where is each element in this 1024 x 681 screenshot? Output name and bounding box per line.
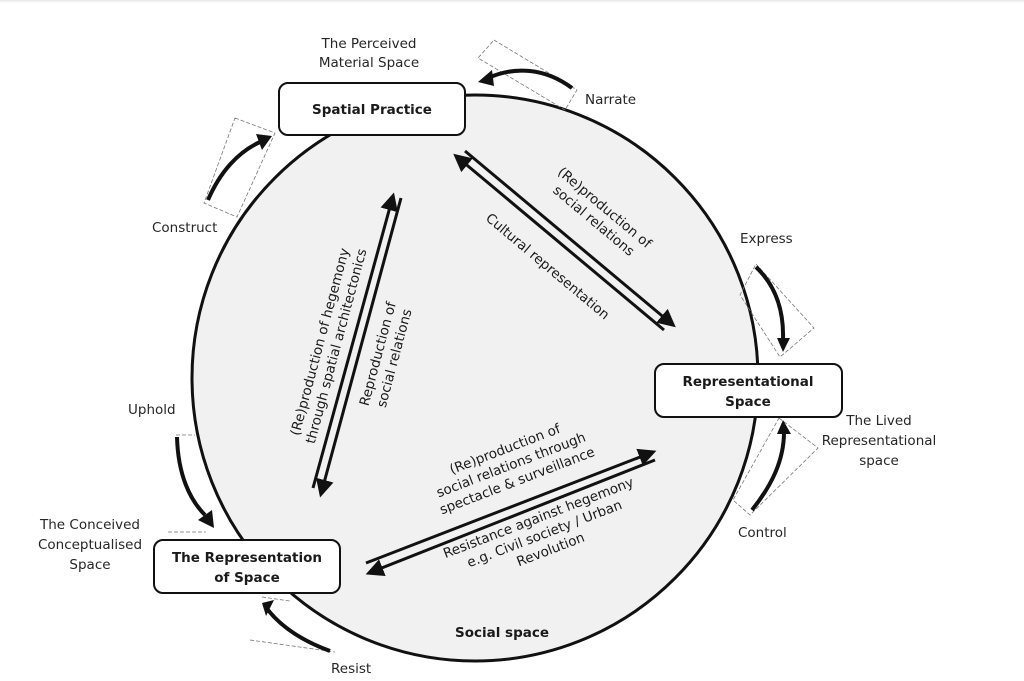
node-representation-of-space-label-2: of Space bbox=[214, 570, 280, 586]
verb-narrate: Narrate bbox=[585, 92, 636, 108]
node-representational-space: Representational Space bbox=[654, 363, 843, 418]
arrow-rs-to-ros bbox=[365, 458, 656, 577]
verb-resist: Resist bbox=[331, 661, 371, 677]
node-spatial-practice: Spatial Practice bbox=[278, 82, 466, 136]
social-space-title: Social space bbox=[455, 625, 549, 641]
narrate-arrow-icon bbox=[477, 39, 578, 111]
svg-text:Material Space: Material Space bbox=[319, 55, 419, 71]
caption-representation-of-space: The Conceived Conceptualised Space bbox=[38, 517, 142, 573]
arrow-rs-to-sp bbox=[453, 153, 665, 332]
verb-express: Express bbox=[740, 231, 793, 247]
svg-text:space: space bbox=[859, 453, 899, 469]
node-representational-space-label-2: Space bbox=[725, 394, 771, 410]
node-representation-of-space: The Representation of Space bbox=[153, 539, 341, 594]
construct-arrow-icon bbox=[203, 117, 276, 218]
svg-text:The Perceived: The Perceived bbox=[321, 36, 417, 52]
arrow-ros-to-sp bbox=[311, 192, 398, 489]
node-representation-of-space-label-1: The Representation bbox=[172, 550, 322, 566]
verb-construct: Construct bbox=[152, 220, 217, 236]
caption-spatial-practice: The Perceived Material Space bbox=[319, 36, 419, 71]
svg-text:Conceptualised: Conceptualised bbox=[38, 537, 142, 553]
svg-text:Space: Space bbox=[69, 557, 110, 573]
svg-text:The Conceived: The Conceived bbox=[39, 517, 140, 533]
control-arrow-icon bbox=[732, 417, 819, 516]
svg-text:The Lived: The Lived bbox=[845, 413, 912, 429]
top-edge-strip bbox=[0, 0, 1024, 3]
arrow-sp-to-rs bbox=[464, 149, 676, 328]
uphold-arrow-icon bbox=[168, 434, 214, 533]
svg-text:Representational: Representational bbox=[822, 433, 937, 449]
node-representational-space-label-1: Representational bbox=[682, 374, 813, 390]
verb-control: Control bbox=[738, 525, 787, 541]
verb-uphold: Uphold bbox=[128, 402, 176, 418]
arrow-ros-to-rs bbox=[365, 448, 657, 565]
caption-representational-space: The Lived Representational space bbox=[822, 413, 937, 469]
resist-arrow-icon bbox=[249, 596, 336, 653]
express-arrow-icon bbox=[739, 263, 815, 358]
node-spatial-practice-label: Spatial Practice bbox=[312, 102, 432, 118]
arrow-sp-to-ros bbox=[316, 197, 403, 498]
